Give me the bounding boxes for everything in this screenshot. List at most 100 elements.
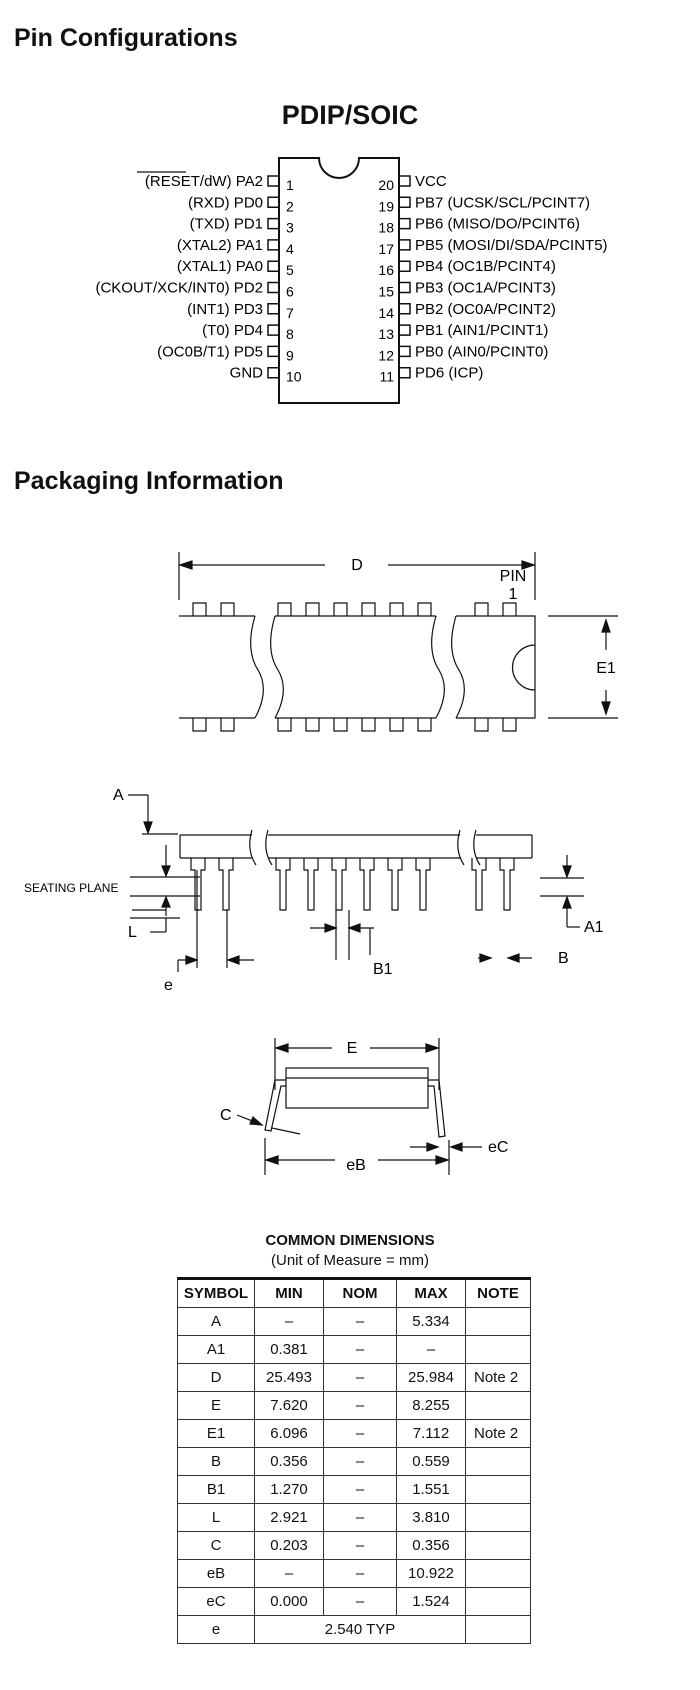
pin-number: 20 — [378, 177, 394, 193]
cell-symbol: e — [177, 1615, 255, 1644]
pin-label: (OC0B/T1) PD5 — [157, 343, 263, 360]
lead-top — [305, 602, 320, 616]
pin-number: 6 — [286, 284, 294, 300]
pin-label: (INT1) PD3 — [187, 301, 263, 318]
cell-note: Note 2 — [465, 1419, 531, 1448]
pin-number: 16 — [378, 262, 394, 278]
pin-number: 8 — [286, 326, 294, 342]
lead-side — [303, 858, 319, 911]
lead-top — [361, 602, 376, 616]
pin-label: PB4 (OC1B/PCINT4) — [415, 258, 556, 275]
cell-min: – — [254, 1307, 324, 1336]
pin-stub — [267, 366, 279, 379]
header-note: NOTE — [465, 1277, 531, 1308]
pin-number: 3 — [286, 220, 294, 236]
label-E: E — [347, 1040, 358, 1057]
cell-min: 0.381 — [254, 1335, 324, 1364]
pin-label: PB5 (MOSI/DI/SDA/PCINT5) — [415, 237, 608, 254]
lead-side — [359, 858, 375, 911]
cell-nom: – — [323, 1335, 397, 1364]
cell-min: 6.096 — [254, 1419, 324, 1448]
cell-note — [465, 1587, 531, 1616]
cell-max: 0.356 — [396, 1531, 466, 1560]
pin-number: 17 — [378, 241, 394, 257]
top-view-drawing: D PIN 1 E1 — [178, 552, 618, 732]
lead-side — [331, 858, 347, 911]
cell-note — [465, 1559, 531, 1588]
cell-symbol: eB — [177, 1559, 255, 1588]
lead-top — [277, 602, 292, 616]
lead-bottom — [502, 718, 517, 732]
lead-side — [275, 858, 291, 911]
cell-symbol: B1 — [177, 1475, 255, 1504]
lead-bottom — [277, 718, 292, 732]
pin-stub — [267, 196, 279, 209]
pin-label: PB6 (MISO/DO/PCINT6) — [415, 216, 580, 233]
cell-max: 8.255 — [396, 1391, 466, 1420]
label-B1: B1 — [373, 961, 393, 978]
pin-stub — [399, 345, 411, 358]
pin-number: 15 — [378, 284, 394, 300]
lead-top — [502, 602, 517, 616]
header-min: MIN — [254, 1277, 324, 1308]
lead-bottom — [417, 718, 432, 732]
pin-label: PB0 (AIN0/PCINT0) — [415, 343, 548, 360]
pin-number: 2 — [286, 198, 294, 214]
pin-stub — [399, 324, 411, 336]
pin-number: 1 — [286, 177, 294, 193]
cell-min: 0.000 — [254, 1587, 324, 1616]
cell-symbol: L — [177, 1503, 255, 1532]
cell-nom: – — [323, 1587, 397, 1616]
lead-top — [474, 602, 489, 616]
header-nom: NOM — [323, 1277, 397, 1308]
lead-bottom — [192, 718, 207, 732]
pin-number: 19 — [378, 198, 394, 214]
pin-number: 18 — [378, 220, 394, 236]
table-row: eB––10.922 — [177, 1559, 531, 1588]
dimensions-title: COMMON DIMENSIONS — [265, 1232, 435, 1249]
lead-side — [387, 858, 403, 911]
side-view-drawing: A SEATING PLANE L e B1 B A1 — [24, 787, 604, 994]
pin-number: 14 — [378, 305, 394, 321]
lead-bottom — [389, 718, 404, 732]
pin-label: PD6 (ICP) — [415, 365, 483, 382]
pin-number: 13 — [378, 326, 394, 342]
cell-max: 0.559 — [396, 1447, 466, 1476]
pin-label: PB2 (OC0A/PCINT2) — [415, 301, 556, 318]
label-L: L — [128, 924, 137, 941]
lead-bottom — [361, 718, 376, 732]
cell-nom: – — [323, 1503, 397, 1532]
label-A: A — [113, 787, 124, 804]
pin-stub — [399, 281, 411, 294]
header-max: MAX — [396, 1277, 466, 1308]
cell-symbol: E1 — [177, 1419, 255, 1448]
pin-label: (RXD) PD0 — [188, 194, 263, 211]
pin-label: (XTAL1) PA0 — [177, 258, 263, 275]
cell-symbol: E — [177, 1391, 255, 1420]
label-D: D — [351, 557, 363, 574]
lead-top — [333, 602, 348, 616]
label-seating-plane: SEATING PLANE — [24, 881, 118, 895]
label-A1: A1 — [584, 919, 604, 936]
label-eC: eC — [488, 1139, 508, 1156]
lead-side — [190, 858, 206, 911]
lead-top — [417, 602, 432, 616]
cell-max: – — [396, 1335, 466, 1364]
pin-stub — [267, 303, 279, 315]
pin-label: PB7 (UCSK/SCL/PCINT7) — [415, 194, 590, 211]
cell-note — [465, 1531, 531, 1560]
cell-min: – — [254, 1559, 324, 1588]
label-pin1-b: 1 — [509, 586, 518, 603]
pin-stub — [267, 324, 279, 336]
cell-max: 1.524 — [396, 1587, 466, 1616]
pin-number: 12 — [378, 347, 394, 363]
cell-min: 2.921 — [254, 1503, 324, 1532]
cell-max: 10.922 — [396, 1559, 466, 1588]
pin-stub — [399, 303, 411, 315]
